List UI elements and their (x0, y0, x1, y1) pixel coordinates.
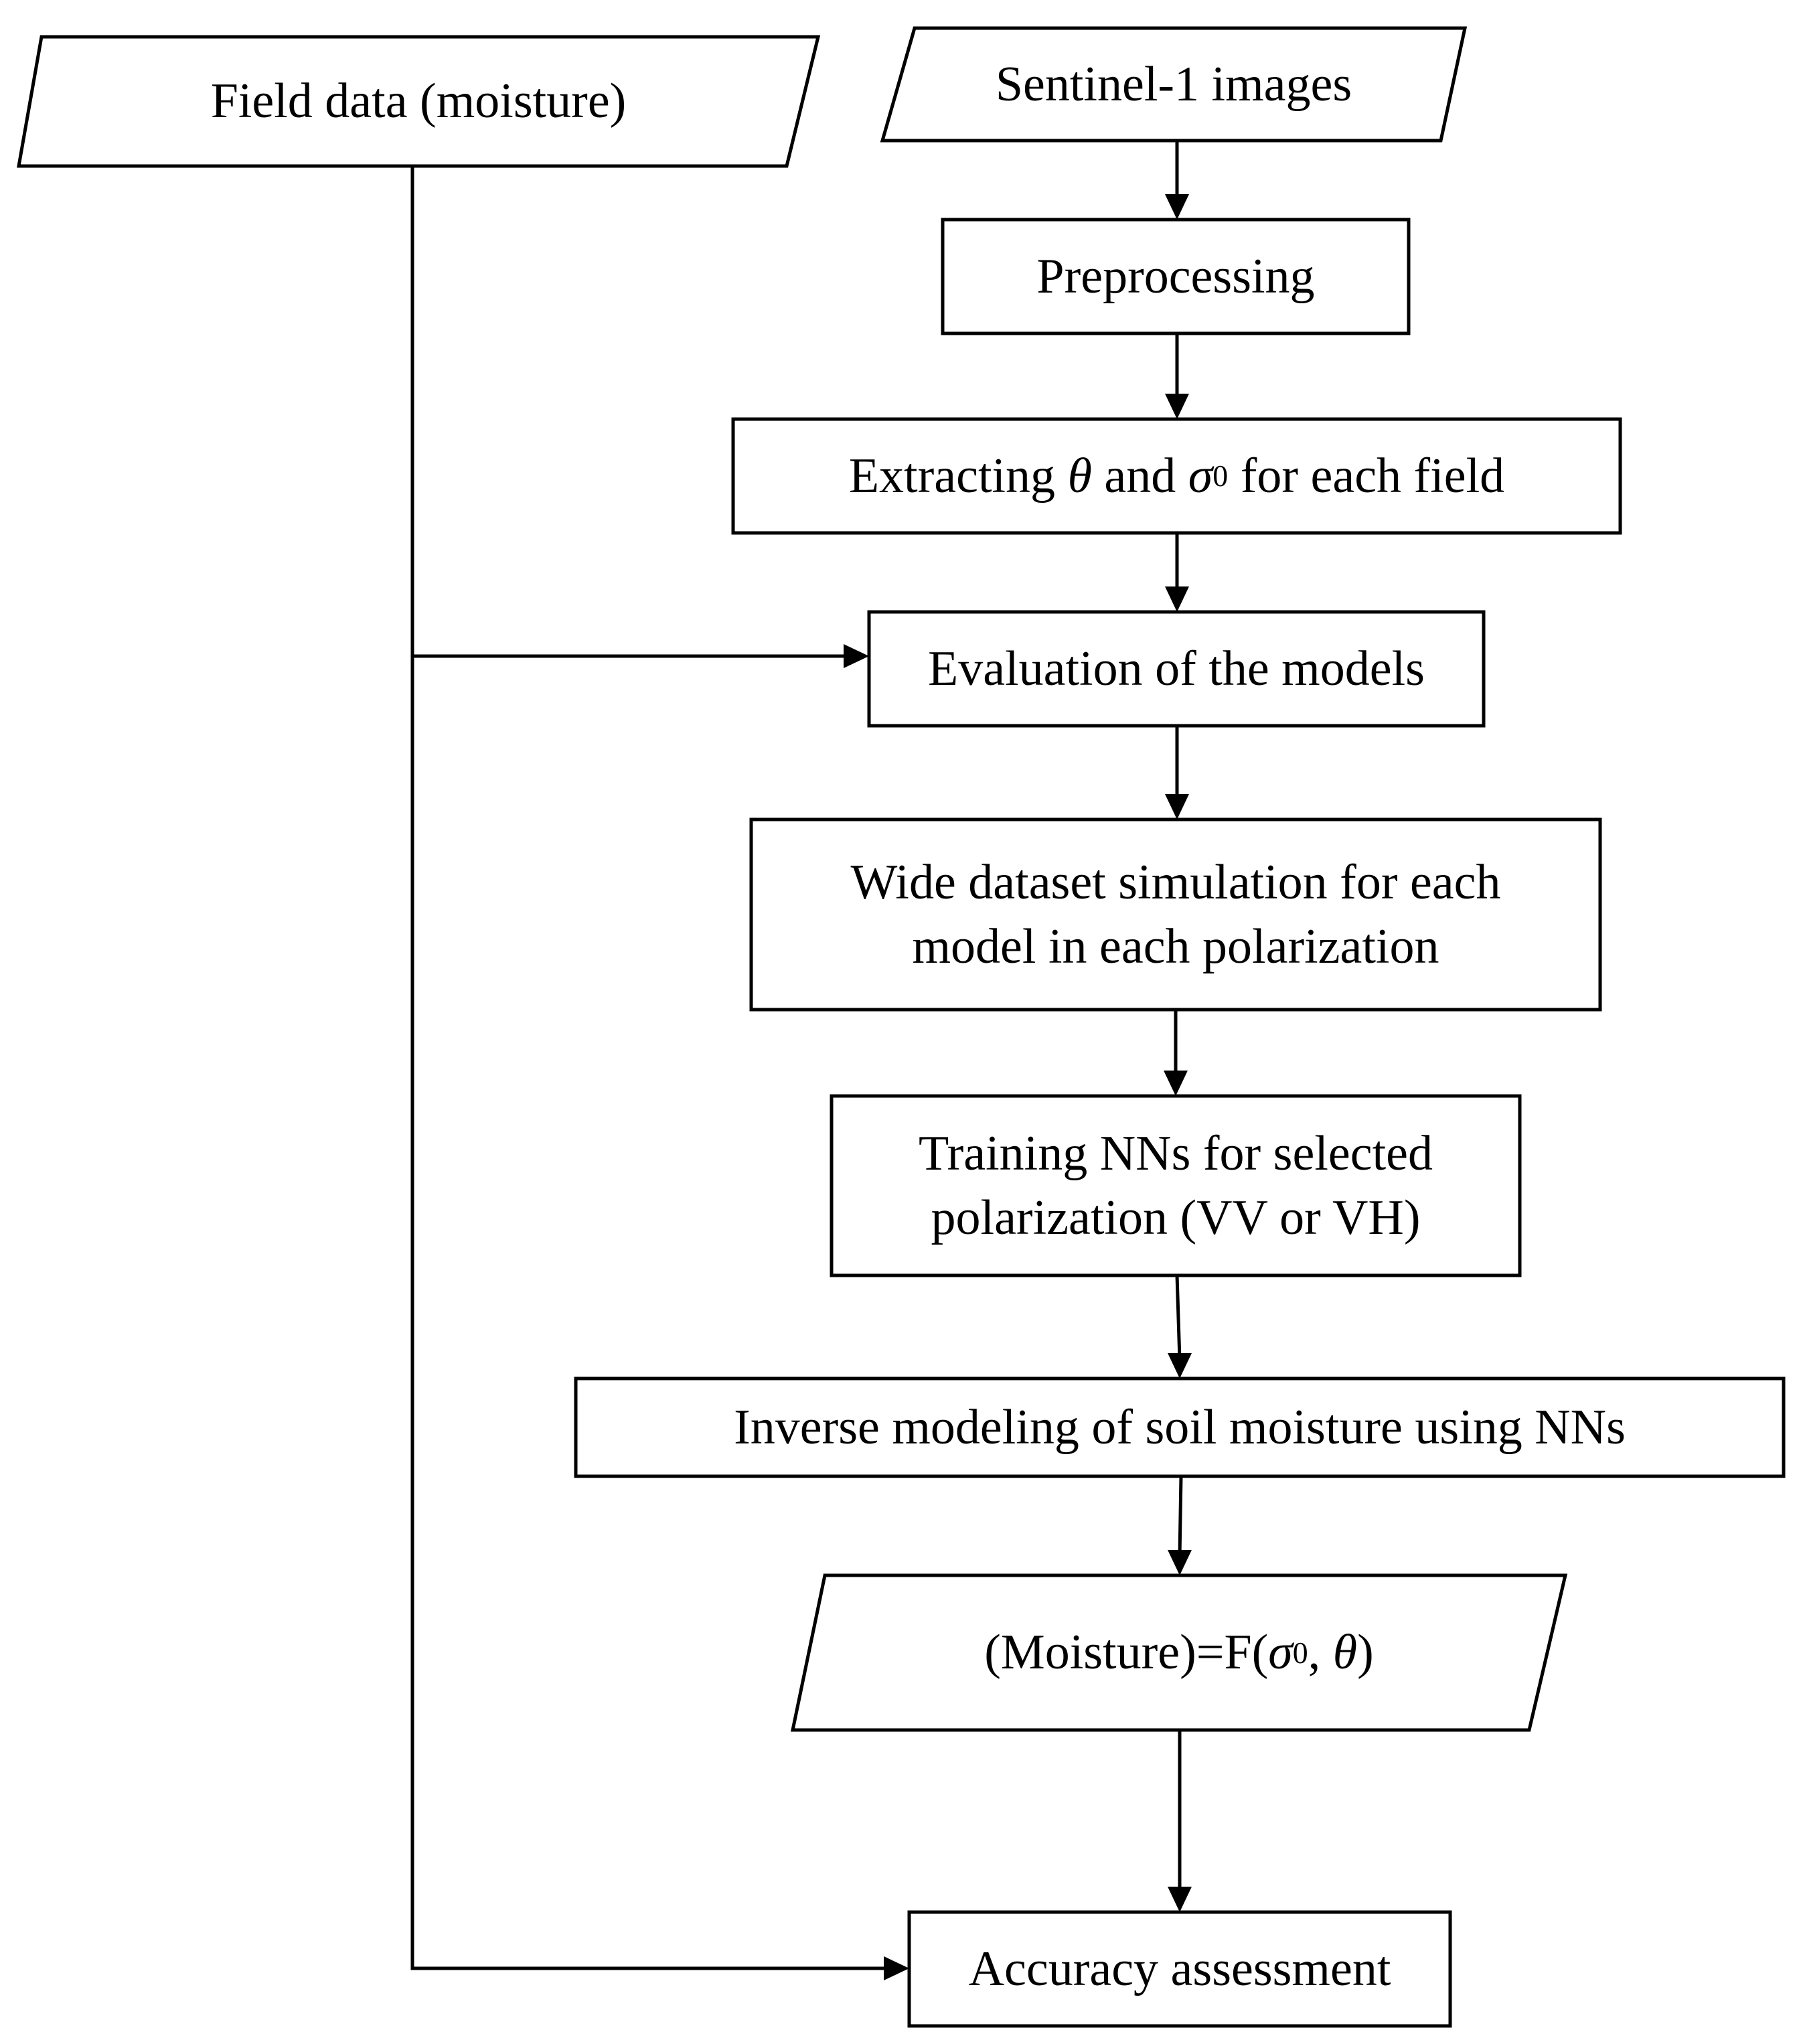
arrowhead-extracting (1165, 394, 1189, 419)
sigma-symbol: σ (1188, 448, 1213, 503)
arrowhead-accuracy (1168, 1887, 1192, 1912)
connector-training-inverse (1175, 1275, 1182, 1360)
training-label: Training NNs for selected polarization (… (832, 1096, 1520, 1275)
arrowhead-field-to-evaluation (844, 644, 869, 668)
arrowhead-field-to-accuracy (884, 1956, 909, 1980)
arrowhead-evaluation (1165, 586, 1189, 612)
simulation-line-1: Wide dataset simulation for each (850, 854, 1501, 910)
output-prefix: (Moisture)=F( (984, 1625, 1269, 1680)
preprocessing-label: Preprocessing (1036, 248, 1315, 304)
training-line-2: polarization (VV or VH) (931, 1190, 1421, 1245)
extracting-prefix: Extracting (848, 448, 1068, 503)
theta-symbol: θ (1067, 448, 1092, 503)
field-data-parallelogram (17, 35, 821, 168)
connector-inverse-output (1178, 1476, 1183, 1557)
sentinel-parallelogram (880, 26, 1468, 143)
arrowhead-output (1168, 1550, 1192, 1575)
connector-field-data-trunk (410, 166, 890, 1970)
sentinel-label: Sentinel-1 images (995, 56, 1352, 112)
simulation-label: Wide dataset simulation for each model i… (751, 819, 1600, 1010)
accuracy-label: Accuracy assessment (968, 1941, 1391, 1996)
output-comma: , (1308, 1625, 1333, 1680)
training-line-1: Training NNs for selected (919, 1125, 1433, 1181)
arrowhead-simulation (1165, 794, 1189, 819)
arrowhead-preprocessing (1165, 194, 1189, 220)
evaluation-label: Evaluation of the models (928, 641, 1425, 696)
simulation-line-2: model in each polarization (912, 919, 1439, 974)
arrowhead-training (1164, 1071, 1188, 1096)
output-sigma-symbol: σ (1268, 1625, 1293, 1680)
output-suffix: ) (1357, 1625, 1374, 1680)
inverse-label: Inverse modeling of soil moisture using … (734, 1399, 1626, 1455)
arrowhead-inverse (1168, 1353, 1192, 1379)
extracting-middle: and (1091, 448, 1188, 503)
extracting-suffix: for each field (1228, 448, 1505, 503)
output-parallelogram (790, 1573, 1568, 1732)
output-theta-symbol: θ (1332, 1625, 1358, 1680)
field-data-label: Field data (moisture) (210, 74, 627, 129)
